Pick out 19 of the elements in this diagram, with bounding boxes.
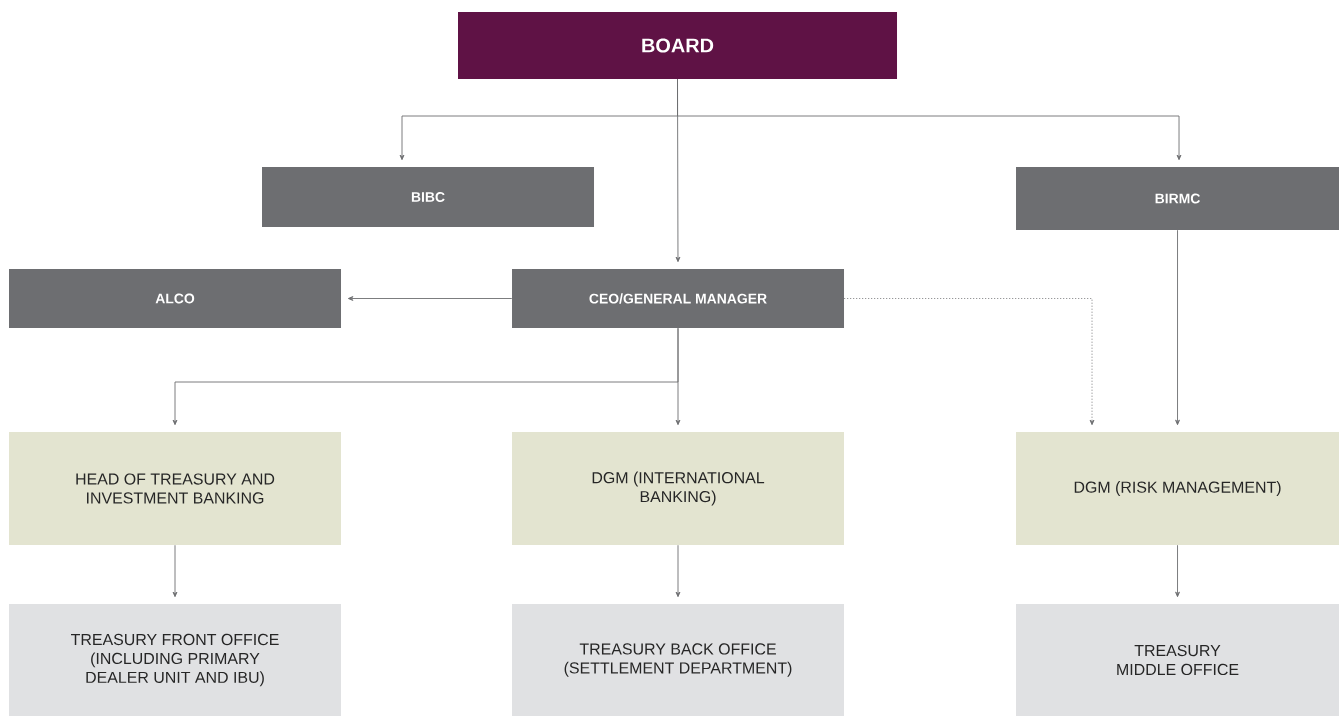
manager-box: DGM (RISK MANAGEMENT): [1016, 432, 1339, 545]
office-box: TREASURY FRONT OFFICE (INCLUDING PRIMARY DEALER UNIT AND IBU): [9, 604, 341, 716]
arrow: [347, 296, 513, 301]
office-box: TREASURY BACK OFFICE (SETTLEMENT DEPARTMENT): [512, 604, 844, 716]
committee-box: BIRMC: [1016, 167, 1339, 230]
arrow: [1175, 544, 1180, 598]
arrow: [675, 78, 681, 263]
committee-box: CEO/GENERAL MANAGER: [512, 269, 844, 328]
arrow: [1175, 229, 1180, 426]
committee-box: BIBC: [262, 167, 594, 227]
board-box: BOARD: [458, 12, 897, 79]
committee-box: ALCO: [9, 269, 341, 328]
manager-box: DGM (INTERNATIONAL BANKING): [512, 432, 844, 545]
arrow: [675, 544, 681, 598]
arrow: [172, 544, 178, 598]
arrow: [843, 298, 1095, 426]
manager-box: HEAD OF TREASURY AND INVESTMENT BANKING: [9, 432, 341, 545]
arrow: [675, 327, 681, 426]
office-box: TREASURY MIDDLE OFFICE: [1016, 604, 1339, 716]
